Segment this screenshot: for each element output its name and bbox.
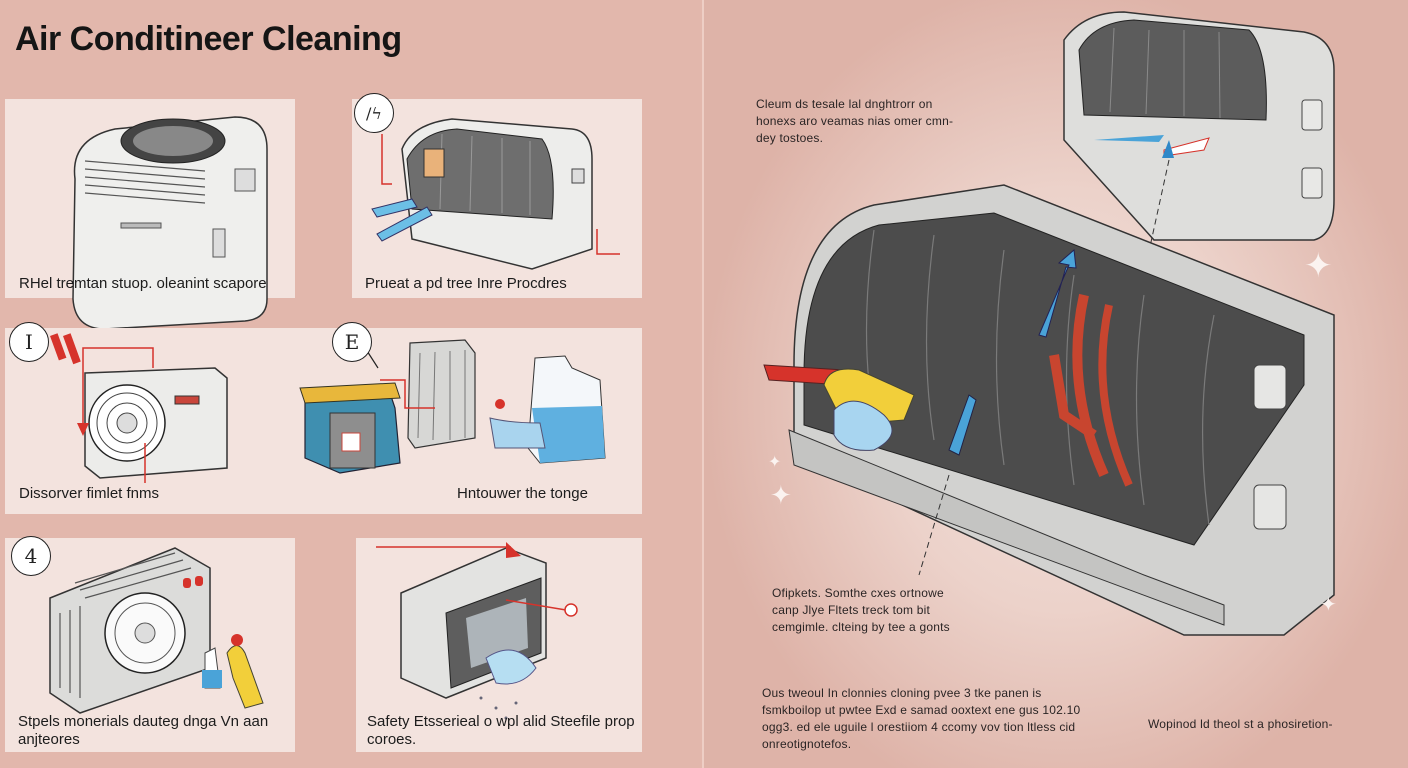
outdoor-condenser-with-screwdriver-icon xyxy=(50,333,228,483)
step-4-badge: E xyxy=(332,322,372,362)
bag-filter-spray-bottle-icon xyxy=(299,339,606,474)
note-bottom-left: Ous tweoul In clonnies cloning pvee 3 tk… xyxy=(762,686,1081,751)
unit-water-rinse-icon xyxy=(376,542,578,720)
note-middle: Ofipkets. Somthe cxes ortnowe canp Jlye … xyxy=(772,586,950,634)
step-5-caption: Stpels monerials dauteg dnga Vn aan anjt… xyxy=(18,713,269,748)
step-1-caption: RHel tremtan stuop. oleanint scapore xyxy=(19,275,267,292)
step-5-badge: 4 xyxy=(11,536,51,576)
sparkle-icon: ✦ xyxy=(1320,594,1337,616)
step-4-caption: Hntouwer the tonge xyxy=(457,485,588,502)
step-3-caption: Dissorver fimlet fnms xyxy=(19,485,160,502)
condenser-gloves-cleaner-icon xyxy=(49,547,264,714)
step-3-badge: I xyxy=(9,322,49,362)
note-bottom-right: Wopinod ld theol st a phosiretion- xyxy=(1148,717,1333,731)
steps-panel: Air Conditineer Cleaning RHel tremtan st… xyxy=(0,0,700,768)
note-top: Cleum ds tesale lal dnghtrorr on honexs … xyxy=(756,97,954,145)
indoor-unit-cutaway-icon xyxy=(763,184,1335,636)
sparkle-icon: ✦ xyxy=(1304,247,1333,285)
page-title: Air Conditineer Cleaning xyxy=(15,20,402,58)
sparkle-icon: ✦ xyxy=(770,480,792,510)
step-card-3-4: I Dissorver fimlet fnms E Hntouwer the t… xyxy=(5,322,642,514)
step-card-5: 4 Stpels monerials dauteg dnga Vn aan an… xyxy=(5,536,295,752)
step-card-2: /ϟ Prueat a pd tree Inre Procdres xyxy=(352,93,642,298)
indoor-unit-detail-icon xyxy=(1063,11,1335,421)
step-card-6: Safety Etsserieal o wpl alid Steefile pr… xyxy=(356,538,642,752)
step-6-caption: Safety Etsserieal o wpl alid Steefile pr… xyxy=(367,713,635,748)
step-2-badge: /ϟ xyxy=(354,93,394,133)
panel-divider xyxy=(702,0,704,768)
window-ac-unit-icon xyxy=(72,116,268,330)
step-2-caption: Prueat a pd tree Inre Procdres xyxy=(365,275,567,292)
sparkle-icon: ✦ xyxy=(768,454,782,471)
indoor-unit-filter-removal-icon xyxy=(371,118,620,270)
detail-panel: Cleum ds tesale lal dnghtrorr on honexs … xyxy=(704,0,1408,768)
step-card-1: RHel tremtan stuop. oleanint scapore xyxy=(5,99,295,330)
